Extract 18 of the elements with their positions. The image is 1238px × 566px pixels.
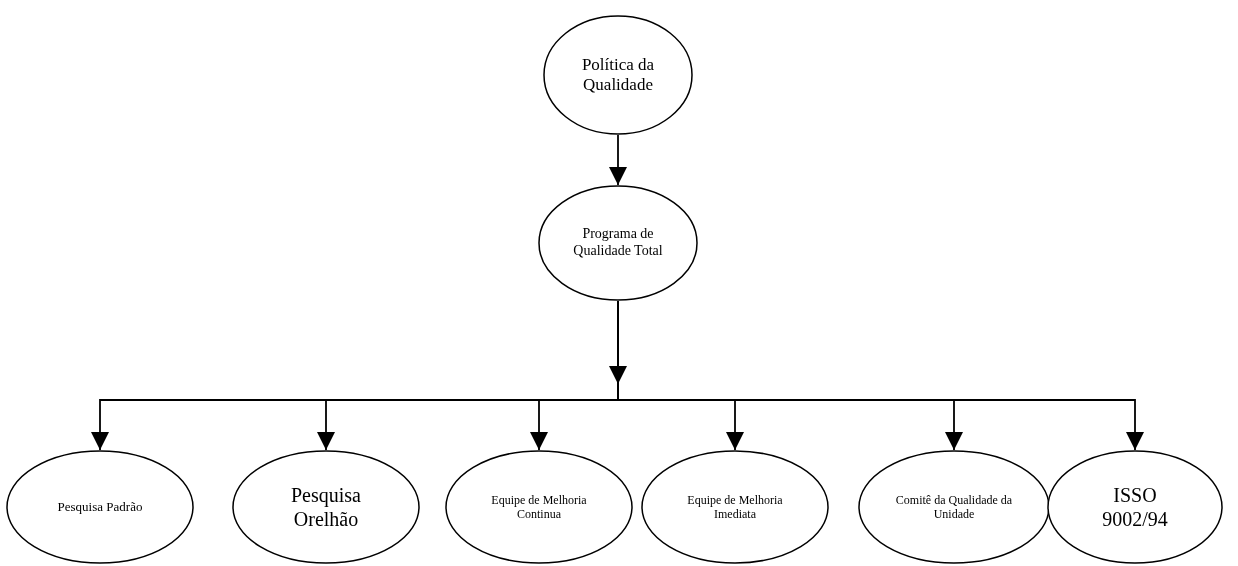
arrow — [609, 134, 627, 186]
node-label: Pesquisa Padrão — [56, 499, 144, 515]
node-label: Comitê da Qualidade da Unidade — [894, 492, 1014, 522]
ellipse-node — [6, 450, 194, 564]
ellipse-node — [1047, 450, 1223, 564]
ellipse-node — [445, 450, 633, 564]
node-label: Pesquisa Orelhão — [290, 483, 362, 531]
ellipse-node — [232, 450, 420, 564]
node-label: Equipe de Melhoria Continua — [490, 492, 588, 522]
node-label: Política da Qualidade — [580, 54, 656, 96]
ellipse-node — [538, 185, 698, 301]
ellipse-node — [858, 450, 1050, 564]
node-label: ISSO 9002/94 — [1101, 483, 1169, 531]
ellipse-node — [543, 15, 693, 135]
node-label: Programa de Qualidade Total — [572, 226, 664, 260]
node-label: Equipe de Melhoria Imediata — [686, 492, 784, 522]
ellipse-node — [641, 450, 829, 564]
arrow — [609, 300, 627, 385]
